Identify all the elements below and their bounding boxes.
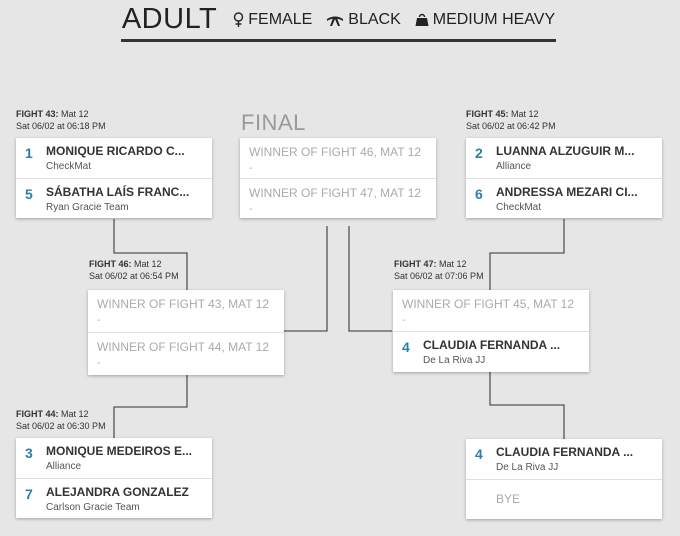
final-label: FINAL — [241, 110, 306, 135]
fight-45-time: Sat 06/02 at 06:42 PM — [466, 121, 556, 131]
competitor-team: De La Riva JJ — [496, 462, 559, 473]
seed-number: 3 — [25, 445, 33, 461]
seed-number: 7 — [25, 486, 33, 502]
fight-46-mat: Mat 12 — [134, 259, 162, 269]
fight-47-mat: Mat 12 — [439, 259, 467, 269]
seed-number: 1 — [25, 145, 33, 161]
belt-label: BLACK — [348, 10, 401, 28]
competitor-team: Carlson Gracie Team — [46, 502, 140, 513]
belt-tag: BLACK — [326, 10, 401, 29]
seed-number: 4 — [475, 446, 483, 462]
competitor-team: Alliance — [46, 461, 82, 472]
placeholder-team: - — [249, 204, 253, 215]
placeholder-team: - — [97, 358, 101, 369]
competitor-name: ALEJANDRA GONZALEZ — [46, 485, 189, 499]
placeholder-name: WINNER OF FIGHT 47, MAT 12 — [249, 186, 422, 200]
weight-label: MEDIUM HEAVY — [432, 10, 556, 28]
placeholder-name: WINNER OF FIGHT 43, MAT 12 — [97, 297, 270, 311]
competitor-name: MONIQUE MEDEIROS E... — [46, 444, 193, 458]
fight-44-number: FIGHT 44: — [16, 409, 59, 419]
belt-icon — [327, 16, 344, 26]
fight-45-info: FIGHT 45: Mat 12 Sat 06/02 at 06:42 PM — [466, 108, 556, 132]
fight-43-mat: Mat 12 — [61, 109, 89, 119]
competitor-slot[interactable]: WINNER OF FIGHT 43, MAT 12 - — [88, 290, 284, 332]
match-fight-44[interactable]: 3 MONIQUE MEDEIROS E... Alliance 7 ALEJA… — [16, 438, 212, 518]
competitor-slot[interactable]: WINNER OF FIGHT 44, MAT 12 - — [88, 332, 284, 375]
competitor-slot[interactable]: 5 SÁBATHA LAÍS FRANC... Ryan Gracie Team — [16, 178, 212, 218]
fight-44-time: Sat 06/02 at 06:30 PM — [16, 421, 106, 431]
fight-43-number: FIGHT 43: — [16, 109, 59, 119]
competitor-slot[interactable]: 7 ALEJANDRA GONZALEZ Carlson Gracie Team — [16, 478, 212, 518]
placeholder-name: WINNER OF FIGHT 46, MAT 12 — [249, 145, 422, 159]
match-fight-43[interactable]: 1 MONIQUE RICARDO C... CheckMat 5 SÁBATH… — [16, 138, 212, 218]
match-fight-46[interactable]: WINNER OF FIGHT 43, MAT 12 - WINNER OF F… — [88, 290, 284, 375]
competitor-slot[interactable]: 6 ANDRESSA MEZARI CI... CheckMat — [466, 178, 662, 218]
fight-44-mat: Mat 12 — [61, 409, 89, 419]
fight-46-number: FIGHT 46: — [89, 259, 132, 269]
competitor-slot[interactable]: 4 CLAUDIA FERNANDA ... De La Riva JJ — [466, 439, 662, 479]
fight-47-info: FIGHT 47: Mat 12 Sat 06/02 at 07:06 PM — [394, 258, 484, 282]
gender-tag: FEMALE — [233, 11, 312, 29]
seed-number: 4 — [402, 339, 410, 355]
competitor-slot[interactable]: WINNER OF FIGHT 47, MAT 12 - — [240, 178, 436, 218]
fight-45-number: FIGHT 45: — [466, 109, 509, 119]
bye-label: BYE — [496, 492, 521, 506]
bye-slot: BYE — [466, 479, 662, 519]
competitor-slot[interactable]: 1 MONIQUE RICARDO C... CheckMat — [16, 138, 212, 178]
competitor-name: CLAUDIA FERNANDA ... — [423, 338, 561, 352]
competitor-team: Alliance — [496, 161, 532, 172]
competitor-name: LUANNA ALZUGUIR M... — [496, 144, 635, 158]
placeholder-team: - — [249, 163, 253, 174]
fight-47-number: FIGHT 47: — [394, 259, 437, 269]
seed-number: 5 — [25, 186, 33, 202]
fight-44-info: FIGHT 44: Mat 12 Sat 06/02 at 06:30 PM — [16, 408, 106, 432]
competitor-team: Ryan Gracie Team — [46, 202, 129, 213]
fight-47-time: Sat 06/02 at 07:06 PM — [394, 271, 484, 281]
competitor-slot[interactable]: 2 LUANNA ALZUGUIR M... Alliance — [466, 138, 662, 178]
placeholder-team: - — [97, 315, 101, 326]
competitor-name: MONIQUE RICARDO C... — [46, 144, 185, 158]
competitor-slot[interactable]: 4 CLAUDIA FERNANDA ... De La Riva JJ — [393, 331, 589, 372]
fight-46-time: Sat 06/02 at 06:54 PM — [89, 271, 179, 281]
gender-label: FEMALE — [248, 10, 313, 28]
competitor-slot[interactable]: WINNER OF FIGHT 45, MAT 12 - — [393, 290, 589, 331]
placeholder-name: WINNER OF FIGHT 44, MAT 12 — [97, 340, 270, 354]
seed-number: 6 — [475, 186, 483, 202]
fight-45-mat: Mat 12 — [511, 109, 539, 119]
female-symbol-icon — [234, 11, 244, 27]
competitor-team: CheckMat — [46, 161, 92, 172]
match-fight-47[interactable]: WINNER OF FIGHT 45, MAT 12 - 4 CLAUDIA F… — [393, 290, 589, 372]
fight-43-time: Sat 06/02 at 06:18 PM — [16, 121, 106, 131]
fight-46-info: FIGHT 46: Mat 12 Sat 06/02 at 06:54 PM — [89, 258, 179, 282]
division-title: ADULT — [121, 3, 218, 35]
placeholder-name: WINNER OF FIGHT 45, MAT 12 — [402, 297, 575, 311]
placeholder-team: - — [402, 315, 406, 326]
match-fight-45[interactable]: 2 LUANNA ALZUGUIR M... Alliance 6 ANDRES… — [466, 138, 662, 218]
fight-43-info: FIGHT 43: Mat 12 Sat 06/02 at 06:18 PM — [16, 108, 106, 132]
competitor-slot[interactable]: 3 MONIQUE MEDEIROS E... Alliance — [16, 438, 212, 478]
competitor-name: ANDRESSA MEZARI CI... — [496, 185, 638, 199]
competitor-slot[interactable]: WINNER OF FIGHT 46, MAT 12 - — [240, 138, 436, 178]
weight-tag: MEDIUM HEAVY — [415, 11, 555, 29]
bracket-header: ADULT FEMALE BLACK MEDIUM HEAVY — [121, 0, 556, 42]
competitor-team: De La Riva JJ — [423, 355, 486, 366]
competitor-team: CheckMat — [496, 202, 542, 213]
competitor-name: SÁBATHA LAÍS FRANC... — [46, 185, 190, 199]
match-bye[interactable]: 4 CLAUDIA FERNANDA ... De La Riva JJ BYE — [466, 439, 662, 519]
weight-icon — [415, 13, 429, 26]
competitor-name: CLAUDIA FERNANDA ... — [496, 445, 634, 459]
match-final[interactable]: WINNER OF FIGHT 46, MAT 12 - WINNER OF F… — [240, 138, 436, 218]
seed-number: 2 — [475, 145, 483, 161]
